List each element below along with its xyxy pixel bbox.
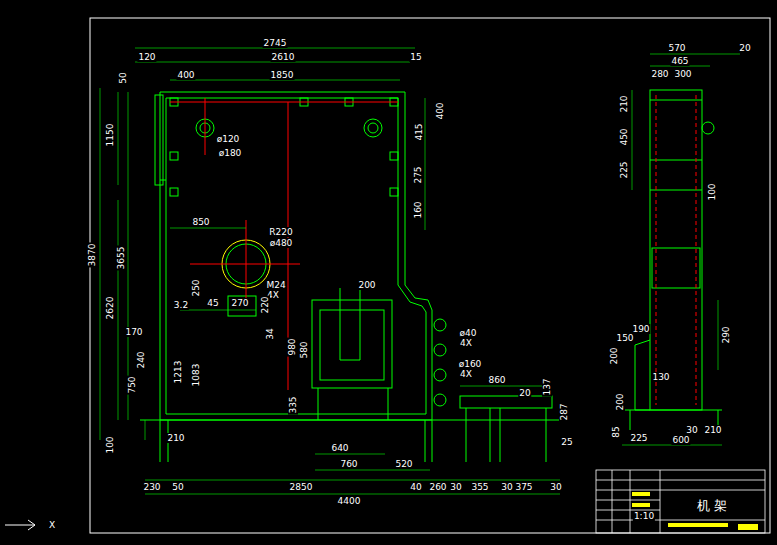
dimension-text: 230 xyxy=(142,482,161,492)
dimension-text: 200 xyxy=(357,280,376,290)
dimension-text: 20 xyxy=(738,43,751,53)
dimension-text: 2610 xyxy=(271,52,296,62)
dimension-text: X xyxy=(48,520,56,530)
dimension-text: 980 xyxy=(287,337,297,356)
dimension-text: 465 xyxy=(670,56,689,66)
dimension-text: 85 xyxy=(611,425,621,438)
dimension-text: 4X xyxy=(459,369,473,379)
dimension-text: 130 xyxy=(651,372,670,382)
dimension-text: 15 xyxy=(409,52,422,62)
dimension-text: ø40 xyxy=(459,328,478,338)
dimension-text: 210 xyxy=(703,425,722,435)
dimension-text: 1150 xyxy=(105,123,115,148)
title-text: 机 架 xyxy=(696,498,728,513)
dimension-text: 3.2 xyxy=(173,300,189,310)
dimension-text: 34 xyxy=(265,327,275,340)
dimension-text: 640 xyxy=(330,443,349,453)
dimension-text: 4X xyxy=(459,338,473,348)
dimension-text: 2620 xyxy=(105,296,115,321)
dimension-text: 2745 xyxy=(263,38,288,48)
dimension-text: 210 xyxy=(619,94,629,113)
dimension-text: 120 xyxy=(137,52,156,62)
dimension-text: 300 xyxy=(673,69,692,79)
dimension-text: 415 xyxy=(414,122,424,141)
dimension-text: 30 xyxy=(685,425,698,435)
dimension-text: 275 xyxy=(413,165,423,184)
dimension-text: 160 xyxy=(413,200,423,219)
dimension-text: 210 xyxy=(166,433,185,443)
dimension-text: 1850 xyxy=(270,70,295,80)
dimension-text: 290 xyxy=(721,325,731,344)
dimension-text: 190 xyxy=(631,324,650,334)
dimension-text: 375 xyxy=(514,482,533,492)
dimension-text: 137 xyxy=(542,377,552,396)
dimension-text: 750 xyxy=(127,375,137,394)
dimension-text: 20 xyxy=(518,388,531,398)
dimension-text: 170 xyxy=(124,327,143,337)
dimension-text: 50 xyxy=(118,71,128,84)
dimension-text: 45 xyxy=(206,298,219,308)
dimension-text: R220 xyxy=(268,227,293,237)
dimension-text: 860 xyxy=(487,375,506,385)
dimension-text: 1213 xyxy=(173,360,183,385)
dimension-text: 225 xyxy=(619,160,629,179)
dimension-text: 25 xyxy=(560,437,573,447)
dimension-text: 100 xyxy=(707,182,717,201)
dimension-text: 260 xyxy=(428,482,447,492)
dimension-text: 200 xyxy=(609,346,619,365)
dimension-text: 760 xyxy=(339,459,358,469)
dimension-text: ø160 xyxy=(458,359,483,369)
dimension-text: 220 xyxy=(260,295,270,314)
dimension-text: 30 xyxy=(500,482,513,492)
dimension-text: 30 xyxy=(549,482,562,492)
dimension-text: M24 xyxy=(265,280,286,290)
dimension-text: 287 xyxy=(559,402,569,421)
dimension-text: 1:10 xyxy=(633,511,655,521)
dimension-text: ø180 xyxy=(218,148,243,158)
dimension-text: 150 xyxy=(615,333,634,343)
dimension-text: 570 xyxy=(667,43,686,53)
dimension-text: 520 xyxy=(394,459,413,469)
dimension-text: 400 xyxy=(176,70,195,80)
dimension-text: 400 xyxy=(435,101,445,120)
dimension-text: ø480 xyxy=(269,238,294,248)
dimension-text: 850 xyxy=(191,217,210,227)
dimension-text: 335 xyxy=(288,395,298,414)
dimension-text: ø120 xyxy=(216,134,241,144)
dimension-text: 240 xyxy=(136,350,146,369)
dimension-text: 40 xyxy=(409,482,422,492)
dimension-text: 30 xyxy=(449,482,462,492)
dimension-text: 100 xyxy=(105,435,115,454)
dimension-text: 50 xyxy=(171,482,184,492)
dimension-text: 2850 xyxy=(289,482,314,492)
dimension-text: 200 xyxy=(615,392,625,411)
dimension-text: 450 xyxy=(619,127,629,146)
dimension-text: 280 xyxy=(650,69,669,79)
dimension-text: 1083 xyxy=(191,363,201,388)
dimension-text: 4400 xyxy=(337,496,362,506)
dimension-text: 580 xyxy=(299,340,309,359)
dimension-text: 3870 xyxy=(87,243,97,268)
dimension-text: 250 xyxy=(191,278,201,297)
dimension-text: 355 xyxy=(470,482,489,492)
dimension-text: 225 xyxy=(629,433,648,443)
dimension-text: 3655 xyxy=(116,246,126,271)
dimension-text: 600 xyxy=(671,435,690,445)
dimension-text: 270 xyxy=(230,298,249,308)
